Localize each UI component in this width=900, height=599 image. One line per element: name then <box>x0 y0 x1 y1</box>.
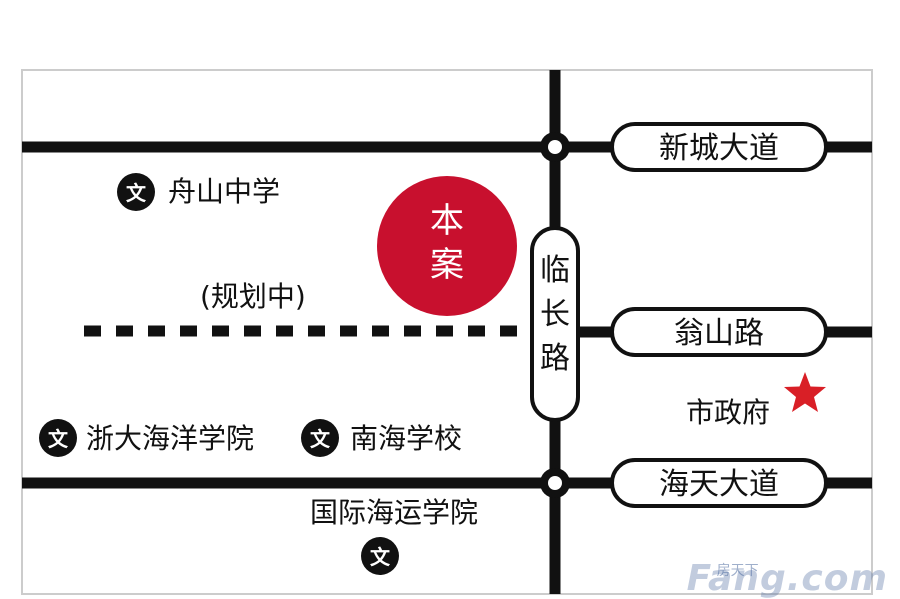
road-label-xinchengdadao: 新城大道 <box>610 122 828 172</box>
road-label-haitiandadao: 海天大道 <box>610 458 828 508</box>
poi-label: 南海学校 <box>350 422 462 455</box>
watermark-brand-cn: 房天下 <box>716 563 759 579</box>
poi-international-shipping-college: 国际海运学院 文 <box>310 496 478 575</box>
landmark-city-government: 市政府 <box>686 372 826 429</box>
poi-zhejiang-ocean-university: 文 浙大海洋学院 <box>39 419 254 457</box>
svg-text:文: 文 <box>48 427 69 451</box>
planned-road-label: (规划中) <box>200 280 306 313</box>
poi-label: 浙大海洋学院 <box>86 422 254 455</box>
svg-text:文: 文 <box>126 181 147 205</box>
watermark: Fang.com 房天下 <box>687 558 888 599</box>
road-label-linchanglu: 临长路 <box>530 226 580 422</box>
svg-text:文: 文 <box>310 427 331 451</box>
school-icon: 文 <box>301 419 339 457</box>
school-icon: 文 <box>117 173 155 211</box>
road-name-wengshanlu: 翁山路 <box>674 316 764 351</box>
watermark-brand: Fang.com <box>686 558 888 599</box>
poi-label: 国际海运学院 <box>310 496 478 529</box>
school-icon: 文 <box>39 419 77 457</box>
road-name-linchanglu: 临长路 <box>540 253 570 376</box>
project-label: 本案 <box>430 201 464 285</box>
road-label-wengshanlu: 翁山路 <box>610 307 828 357</box>
poi-label: 舟山中学 <box>168 175 280 208</box>
road-name-xinchengdadao: 新城大道 <box>659 131 779 166</box>
svg-text:文: 文 <box>370 545 391 569</box>
project-marker: 本案 <box>377 176 517 316</box>
poi-nanhai-school: 文 南海学校 <box>301 419 462 457</box>
landmark-label: 市政府 <box>686 396 770 429</box>
junction-icon <box>540 132 570 162</box>
junction-icon <box>540 468 570 498</box>
school-icon: 文 <box>361 537 399 575</box>
poi-zhoushan-middle-school: 文 舟山中学 <box>117 173 280 211</box>
star-icon <box>784 372 826 412</box>
road-name-haitiandadao: 海天大道 <box>659 467 779 502</box>
